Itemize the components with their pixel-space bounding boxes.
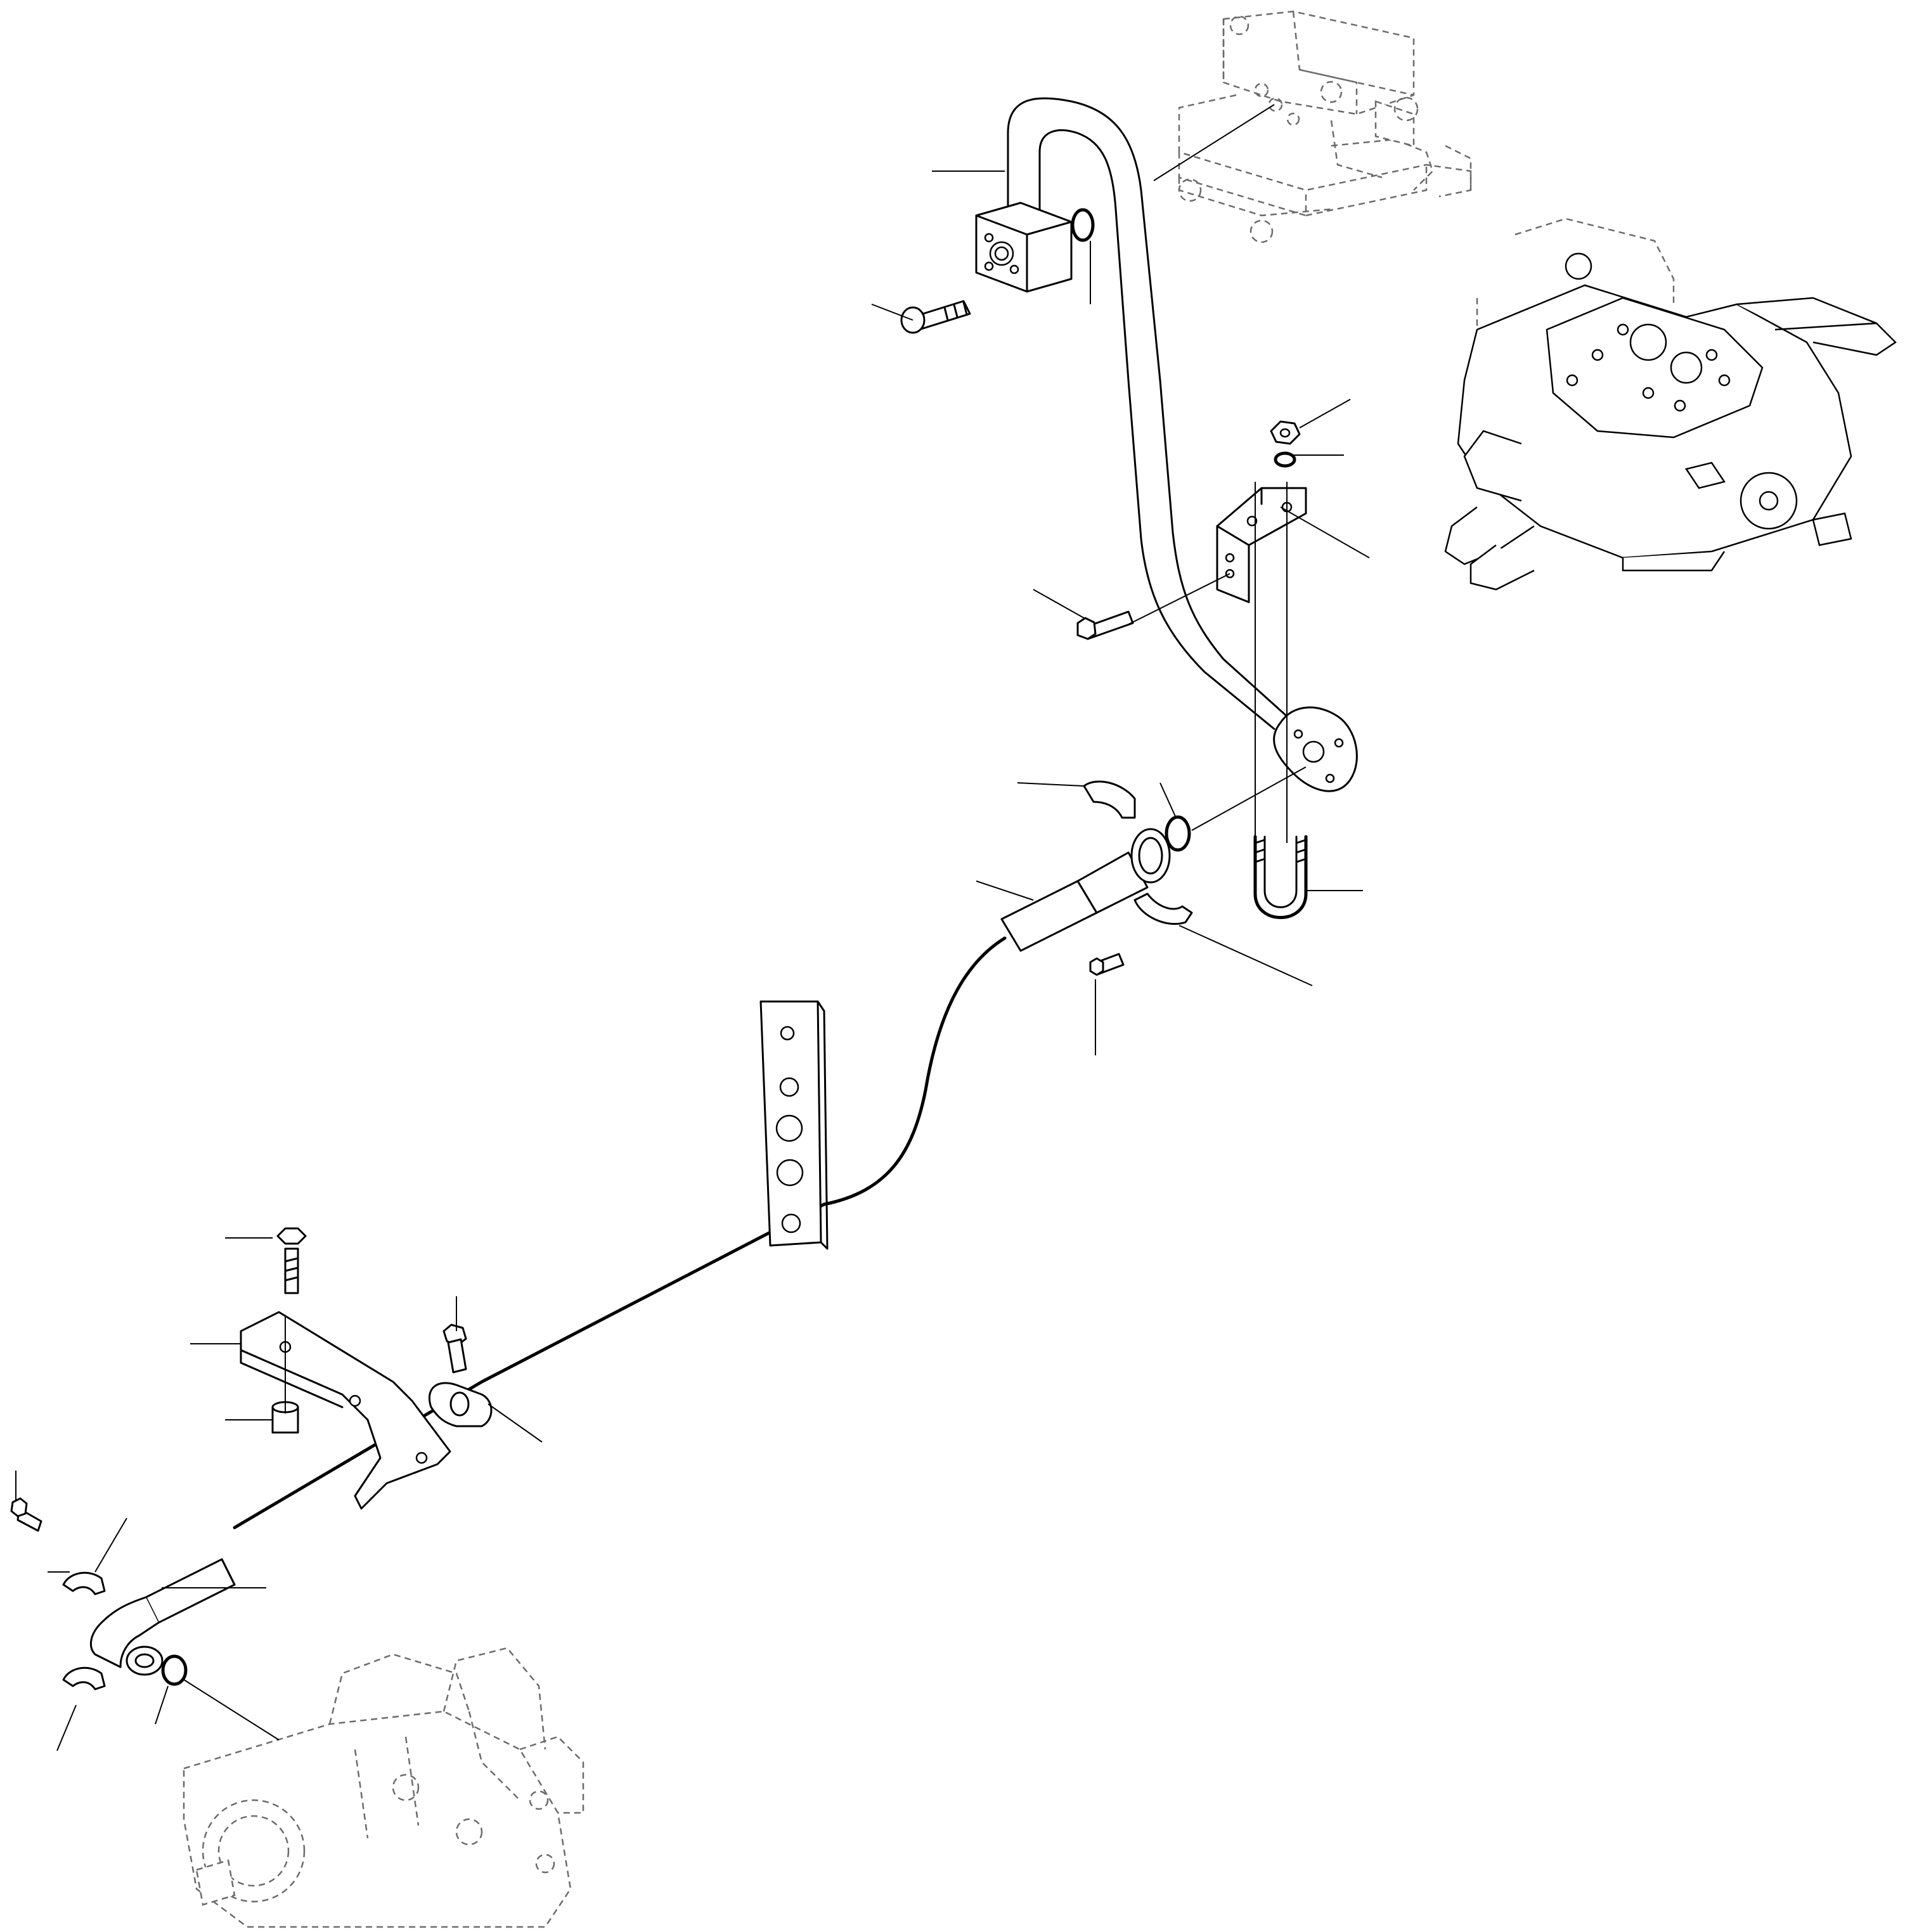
clamp-plate [759,1000,829,1250]
valve-mount-block [1178,10,1472,243]
split-flange-half [1083,780,1193,976]
hex-bolt [276,1227,307,1294]
flange-capscrew-top [900,300,971,334]
control-valve-bank [1444,217,1897,591]
hose-clamp [428,1323,493,1427]
flexible-hose [233,936,1007,1530]
o-ring-top [161,1654,188,1686]
square-flange [975,202,1073,293]
mounting-bracket [240,1311,451,1510]
u-bolt [1253,835,1308,919]
support-bracket-angle [1216,487,1307,603]
leader-lines [15,104,1370,1751]
o-ring-top [1165,815,1191,852]
oval-flange [1273,706,1358,792]
elbow-hose-end [89,1558,236,1676]
hose-fitting [1000,828,1171,952]
o-ring-top [1071,208,1095,242]
hex-nut [1270,420,1301,445]
hydraulic-pump [183,1647,584,1928]
upper-rigid-pipe [1007,97,1288,730]
lock-washer [1274,451,1296,468]
split-flange-half [10,1497,106,1690]
hex-bolt [1076,610,1134,640]
